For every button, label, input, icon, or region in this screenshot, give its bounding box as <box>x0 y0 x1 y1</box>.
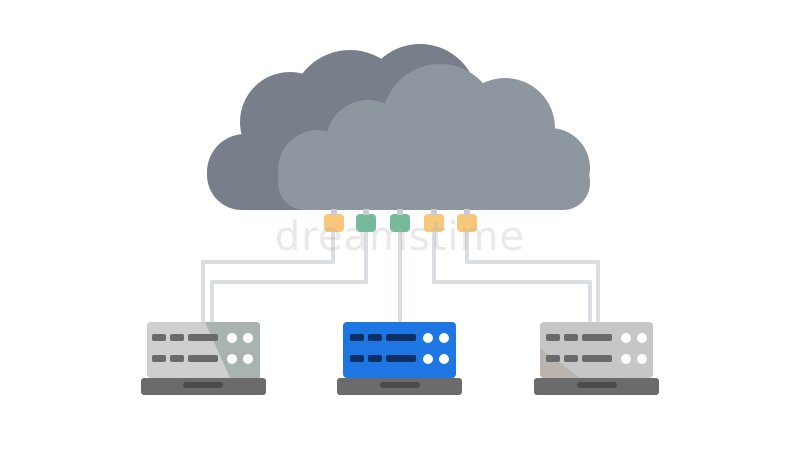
connector-2 <box>356 209 376 232</box>
connector-5 <box>457 209 477 232</box>
connector-3 <box>390 209 410 232</box>
cloud-front <box>278 64 590 210</box>
laptop-center-icon <box>337 322 462 395</box>
connector-4 <box>424 209 444 232</box>
cable-left <box>201 232 335 322</box>
laptop-right-icon <box>534 322 659 395</box>
cable-right <box>465 232 600 322</box>
cable-right-inner <box>432 232 592 322</box>
cloud-icon <box>207 44 590 210</box>
cables <box>201 232 600 322</box>
cable-left-inner <box>210 232 368 322</box>
laptop-left-icon <box>141 322 266 395</box>
connector-1 <box>324 209 344 232</box>
laptop-center-screen <box>343 322 456 378</box>
connectors <box>324 209 477 232</box>
